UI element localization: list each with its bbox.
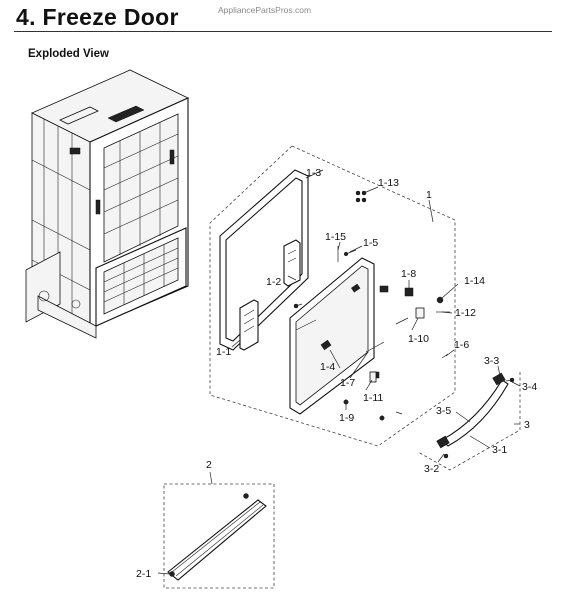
- callout-2: 2: [206, 459, 212, 471]
- callout-1-11: 1-11: [363, 392, 383, 404]
- leader-lines: [157, 169, 521, 575]
- callout-1: 1: [426, 189, 432, 201]
- callout-1-6: 1-6: [454, 339, 469, 351]
- callout-1-14: 1-14: [464, 275, 485, 287]
- door-bracket: [283, 239, 301, 287]
- section-subtitle: Exploded View: [28, 48, 109, 60]
- callout-1-7: 1-7: [340, 377, 355, 389]
- callout-1-9: 1-9: [339, 412, 354, 424]
- callout-1-13: 1-13: [378, 177, 399, 189]
- callout-1-8: 1-8: [401, 268, 416, 280]
- callout-1-10: 1-10: [408, 333, 429, 345]
- callout-labels: 1-3 1-13 1 1-15 1-5 1-2 1-8 1-14 1-12 1-…: [136, 167, 537, 580]
- callout-1-15: 1-15: [325, 231, 346, 243]
- callout-3-2: 3-2: [424, 463, 439, 475]
- title-divider: [14, 31, 552, 32]
- hinge-cover: [239, 299, 259, 351]
- door-panel: [289, 257, 389, 415]
- door-gasket: [219, 169, 309, 351]
- callout-1-1: 1-1: [216, 346, 231, 358]
- door-assembly-boundary: [209, 145, 456, 447]
- callout-3-3: 3-3: [484, 355, 499, 367]
- callout-1-5: 1-5: [363, 237, 378, 249]
- callout-3-5: 3-5: [436, 405, 451, 417]
- drawer-handle-box: [163, 483, 275, 589]
- callout-3: 3: [524, 419, 530, 431]
- page-title: 4. Freeze Door: [16, 4, 179, 30]
- callout-1-12: 1-12: [455, 307, 476, 319]
- drawer-handle: [167, 493, 267, 581]
- callout-1-2: 1-2: [266, 276, 281, 288]
- callout-1-3: 1-3: [306, 167, 321, 179]
- refrigerator-cabinet: [25, 69, 189, 339]
- callout-3-1: 3-1: [492, 444, 507, 456]
- callout-3-4: 3-4: [522, 381, 537, 393]
- callout-2-1: 2-1: [136, 568, 151, 580]
- door-handle: [436, 372, 515, 459]
- callout-1-4: 1-4: [320, 361, 335, 373]
- handle-group-bracket: [417, 372, 521, 471]
- watermark: AppliancePartsPros.com: [218, 5, 312, 15]
